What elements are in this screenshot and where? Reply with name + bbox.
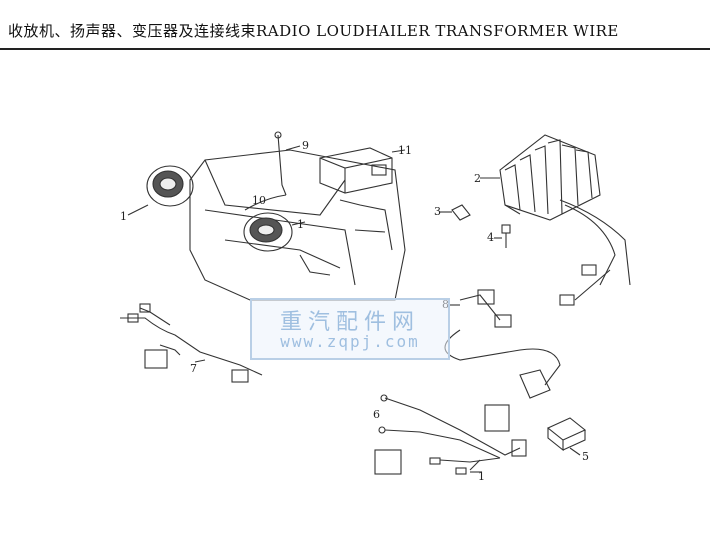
speaker-harness bbox=[120, 303, 263, 383]
callout-label: 6 bbox=[373, 408, 380, 421]
callout-label: 9 bbox=[302, 139, 309, 152]
cab-panel bbox=[189, 149, 406, 301]
callout-label: 4 bbox=[487, 231, 494, 244]
relay-part bbox=[546, 417, 587, 456]
callout-label: 3 bbox=[434, 205, 441, 218]
callout-label: 10 bbox=[252, 194, 266, 207]
antenna-lead bbox=[244, 194, 287, 211]
title-underline bbox=[0, 48, 710, 50]
callout-label: 7 bbox=[190, 362, 197, 375]
extension-harness bbox=[444, 289, 561, 399]
screw-part bbox=[494, 224, 511, 248]
watermark-text: 重汽配件网 bbox=[279, 310, 420, 335]
callout-label: 5 bbox=[582, 450, 589, 463]
watermark-url: www.zqpj.com bbox=[280, 332, 420, 351]
radio-unit bbox=[319, 147, 406, 194]
callout-label: 1 bbox=[120, 210, 127, 223]
page-title: 收放机、扬声器、变压器及连接线束RADIO LOUDHAILER TRANSFO… bbox=[8, 22, 619, 40]
parts-diagram: 1 1 2 3 4 5 6 7 8 9 10 11 1 bbox=[120, 131, 631, 483]
callout-label: 1 bbox=[297, 218, 304, 231]
bracket-part bbox=[440, 204, 471, 221]
main-harness bbox=[374, 394, 527, 475]
callout-label: 1 bbox=[478, 470, 485, 483]
callout-label: 2 bbox=[474, 172, 481, 185]
watermark-box: 重汽配件网 www.zqpj.com bbox=[250, 298, 450, 360]
speaker-right bbox=[243, 212, 306, 252]
transformer-unit bbox=[480, 134, 631, 306]
antenna-rod bbox=[274, 131, 301, 196]
speaker-left bbox=[127, 165, 194, 216]
callout-label: 11 bbox=[398, 144, 412, 157]
page-header: 收放机、扬声器、变压器及连接线束RADIO LOUDHAILER TRANSFO… bbox=[0, 0, 710, 50]
